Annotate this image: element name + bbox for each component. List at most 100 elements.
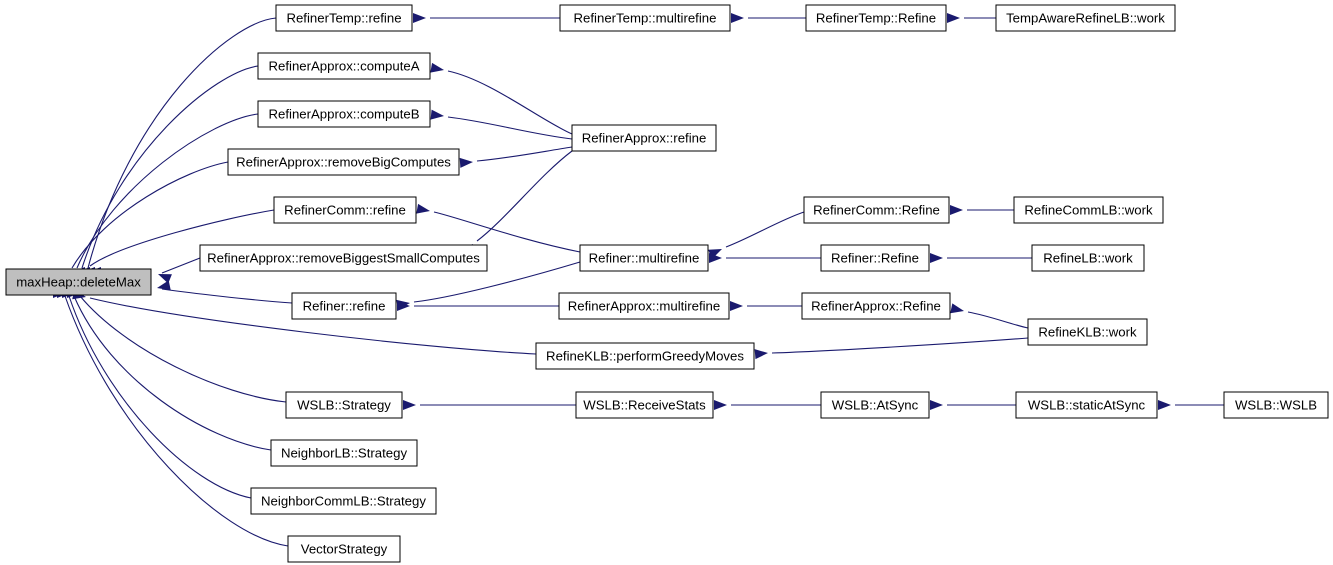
edge-commRefineCap-to-refinerMultirefine [708, 211, 805, 259]
node-neighborLBStrategy[interactable]: NeighborLB::Strategy [270, 439, 418, 467]
node-wslbCtor[interactable]: WSLB::WSLB [1223, 391, 1329, 419]
arrowhead-icon [709, 253, 722, 263]
arrowhead-icon [730, 301, 743, 311]
node-wslbStrategy[interactable]: WSLB::Strategy [285, 391, 403, 419]
arrowhead-icon [714, 400, 727, 410]
edge-path [476, 150, 573, 242]
edge-path [433, 211, 581, 253]
edge-refineCommLBWork-to-commRefineCap [950, 205, 1014, 215]
node-tempRefineCap[interactable]: RefinerTemp::Refine [805, 4, 947, 32]
edge-path [73, 295, 272, 451]
arrowhead-icon [930, 253, 943, 263]
node-refinerCommRefine[interactable]: RefinerComm::refine [273, 196, 417, 224]
node-box[interactable] [257, 52, 431, 80]
node-deleteMax[interactable]: maxHeap::deleteMax [5, 268, 152, 296]
node-box[interactable] [558, 292, 730, 320]
edge-refineKLBWork-to-performGreedy [754, 337, 1029, 360]
node-box[interactable] [285, 391, 403, 419]
arrowhead-icon [413, 13, 426, 23]
node-box[interactable] [227, 148, 460, 176]
node-box[interactable] [1031, 244, 1145, 272]
node-wslbAtSync[interactable]: WSLB::AtSync [820, 391, 930, 419]
edge-approxRefineCap-to-approxMultirefine [730, 301, 802, 311]
node-refinerRefineCap[interactable]: Refiner::Refine [820, 244, 930, 272]
node-label: Refiner::multirefine [589, 250, 700, 265]
node-label: WSLB::Strategy [297, 397, 391, 412]
arrowhead-icon [403, 400, 416, 410]
node-box[interactable] [291, 292, 397, 320]
edge-refinerMultirefine-to-refinerCommRefine [416, 203, 581, 253]
node-box[interactable] [1027, 318, 1148, 346]
arrowhead-icon [158, 274, 172, 284]
edge-refineLBWork-to-refinerRefineCap [930, 253, 1032, 263]
node-computeB[interactable]: RefinerApprox::computeB [257, 100, 431, 128]
node-box[interactable] [1223, 391, 1329, 419]
arrowhead-icon [1158, 400, 1171, 410]
node-refineKLBWork[interactable]: RefineKLB::work [1027, 318, 1148, 346]
node-computeA[interactable]: RefinerApprox::computeA [257, 52, 431, 80]
node-vectorStrategy[interactable]: VectorStrategy [287, 535, 401, 563]
node-box[interactable] [535, 342, 755, 370]
node-box[interactable] [995, 4, 1176, 32]
node-commRefineCap[interactable]: RefinerComm::Refine [803, 196, 950, 224]
edge-approxRefine-to-computeA [430, 62, 573, 135]
node-label: RefinerApprox::computeB [269, 106, 420, 121]
node-label: RefineLB::work [1043, 250, 1133, 265]
node-label: RefinerApprox::removeBiggestSmallCompute… [207, 250, 480, 265]
node-box[interactable] [270, 439, 418, 467]
node-removeBiggest[interactable]: RefinerApprox::removeBiggestSmallCompute… [199, 244, 488, 272]
arrowhead-icon [157, 280, 171, 291]
edge-path [161, 288, 293, 304]
arrowhead-icon [950, 205, 963, 215]
node-approxMultirefine[interactable]: RefinerApprox::multirefine [558, 292, 730, 320]
edge-approxRefine-to-removeBiggest [459, 150, 573, 257]
node-wslbStaticAtSync[interactable]: WSLB::staticAtSync [1015, 391, 1158, 419]
node-refinerMultirefine[interactable]: Refiner::multirefine [579, 244, 709, 272]
node-box[interactable] [273, 196, 417, 224]
edge-path [161, 257, 201, 274]
node-box[interactable] [579, 244, 709, 272]
node-label: RefinerApprox::refine [582, 130, 707, 145]
node-box[interactable] [559, 4, 731, 32]
node-box[interactable] [199, 244, 488, 272]
node-box[interactable] [287, 535, 401, 563]
node-performGreedy[interactable]: RefineKLB::performGreedyMoves [535, 342, 755, 370]
edge-path [89, 209, 275, 267]
node-box[interactable] [801, 292, 951, 320]
node-box[interactable] [5, 268, 152, 296]
node-box[interactable] [575, 391, 714, 419]
node-box[interactable] [250, 487, 437, 515]
node-refinerRefine[interactable]: Refiner::refine [291, 292, 397, 320]
node-refineLBWork[interactable]: RefineLB::work [1031, 244, 1145, 272]
node-neighborCommStrat[interactable]: NeighborCommLB::Strategy [250, 487, 437, 515]
edge-path [771, 337, 1029, 354]
node-approxRefineCap[interactable]: RefinerApprox::Refine [801, 292, 951, 320]
edge-path [413, 261, 581, 303]
node-approxRefine[interactable]: RefinerApprox::refine [571, 124, 717, 152]
node-tempMultirefine[interactable]: RefinerTemp::multirefine [559, 4, 731, 32]
node-label: RefineKLB::work [1038, 324, 1137, 339]
node-box[interactable] [571, 124, 717, 152]
edge-path [68, 295, 252, 499]
node-box[interactable] [805, 4, 947, 32]
node-wslbReceiveStats[interactable]: WSLB::ReceiveStats [575, 391, 714, 419]
edge-refinerRefineCap-to-refinerMultirefine [709, 253, 821, 263]
node-label: WSLB::ReceiveStats [583, 397, 706, 412]
node-tempAwareWork[interactable]: TempAwareRefineLB::work [995, 4, 1176, 32]
node-box[interactable] [257, 100, 431, 128]
node-label: RefinerApprox::computeA [269, 58, 420, 73]
node-box[interactable] [820, 391, 930, 419]
edge-path [447, 70, 573, 135]
node-label: maxHeap::deleteMax [16, 274, 141, 289]
node-refineCommLBWork[interactable]: RefineCommLB::work [1013, 196, 1164, 224]
node-box[interactable] [820, 244, 930, 272]
node-label: NeighborLB::Strategy [281, 445, 407, 460]
node-removeBigComputes[interactable]: RefinerApprox::removeBigComputes [227, 148, 460, 176]
node-box[interactable] [1013, 196, 1164, 224]
node-box[interactable] [803, 196, 950, 224]
node-box[interactable] [275, 4, 413, 32]
node-refinerTempRefine[interactable]: RefinerTemp::refine [275, 4, 413, 32]
node-label: VectorStrategy [301, 541, 388, 556]
node-box[interactable] [1015, 391, 1158, 419]
